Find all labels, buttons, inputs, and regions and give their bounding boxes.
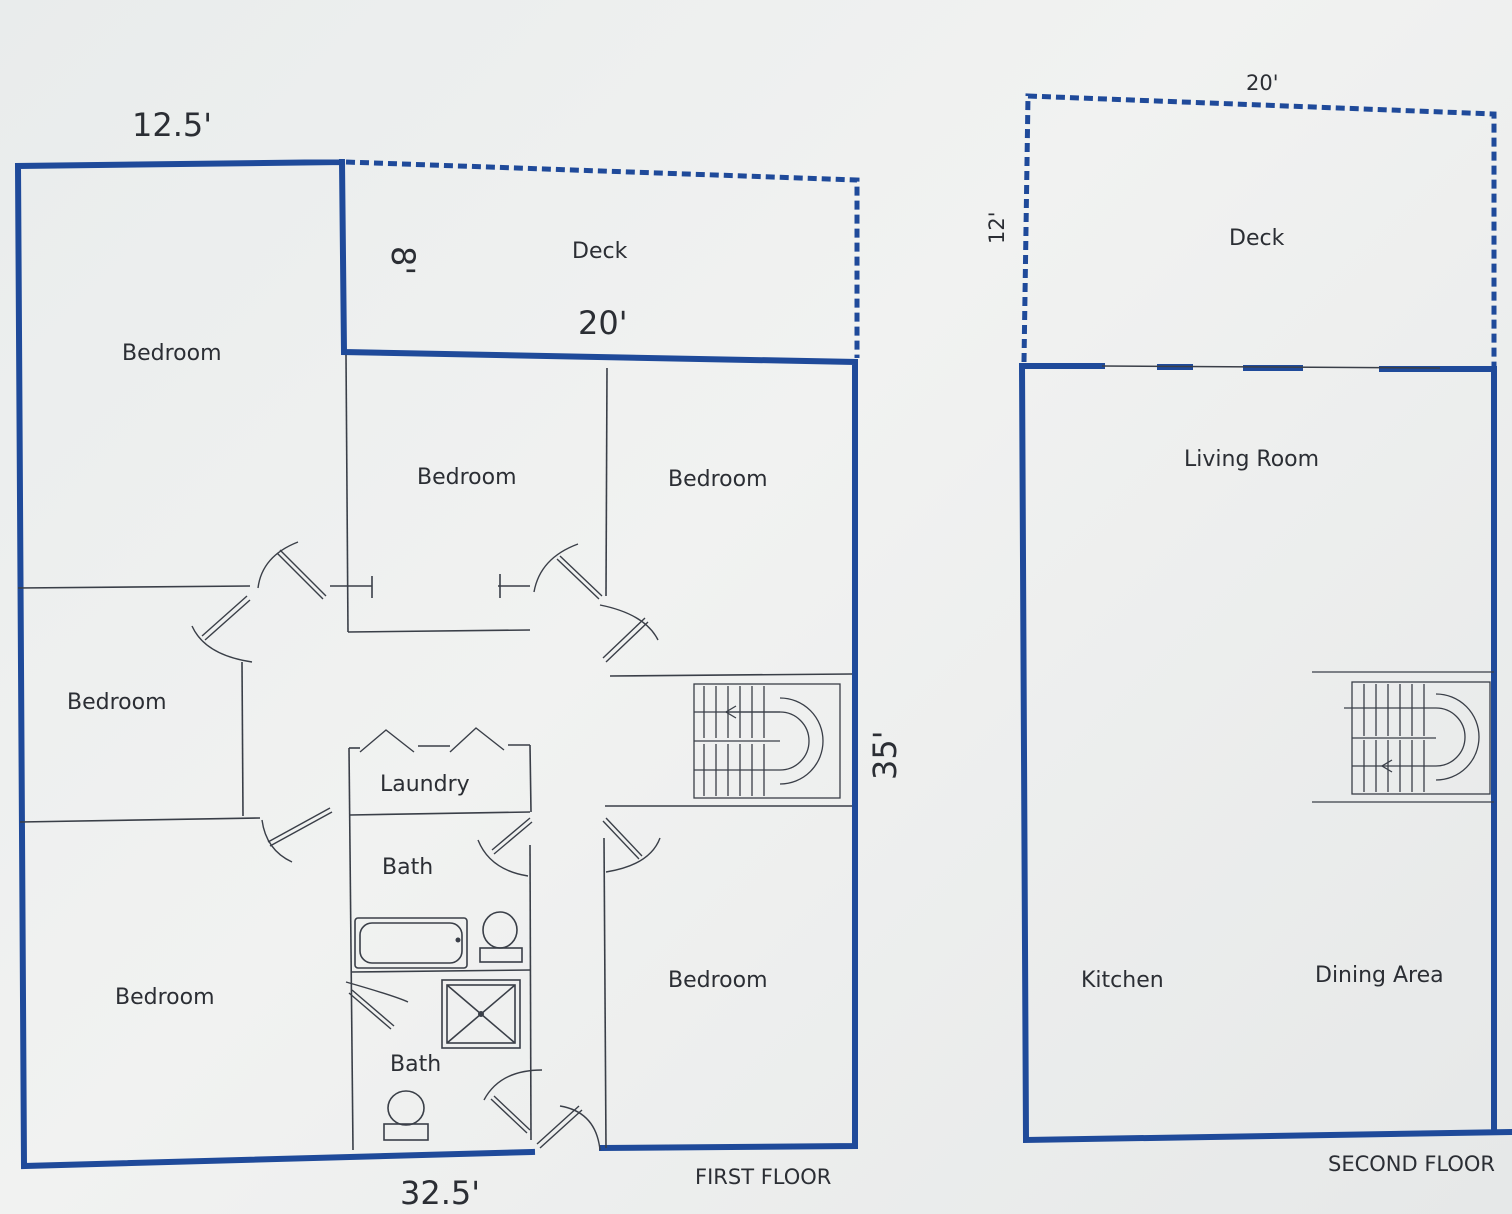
room-label-kitchen: Kitchen: [1081, 968, 1164, 993]
first-floor-title: FIRST FLOOR: [695, 1165, 831, 1189]
shower-icon: [441, 979, 521, 1049]
room-label-bedroom-bottom-right: Bedroom: [668, 968, 768, 993]
second-floor-staircase-icon: [1312, 671, 1494, 803]
room-label-dining-area: Dining Area: [1315, 963, 1444, 988]
second-floor-exterior-wall: [1018, 362, 1512, 1144]
first-floor-dim-deck-width: 20': [578, 304, 628, 342]
room-label-living-room: Living Room: [1184, 447, 1319, 472]
first-floor-bath-fixtures: [354, 911, 523, 1141]
second-floor-plan: 20' 12' Deck Living Room Kitchen Dining …: [985, 71, 1512, 1176]
room-label-bedroom-mid-left: Bedroom: [67, 690, 167, 715]
first-floor-dim-right: 35': [866, 730, 904, 780]
room-label-bedroom-right: Bedroom: [668, 467, 768, 492]
second-floor-title: SECOND FLOOR: [1328, 1152, 1495, 1176]
room-label-laundry: Laundry: [380, 772, 470, 797]
first-floor-dim-deck-depth: 8': [384, 246, 422, 275]
first-floor-deck-outline: [345, 159, 860, 358]
room-label-deck: Deck: [572, 239, 628, 264]
first-floor-dim-top: 12.5': [132, 106, 212, 144]
second-floor-deck-outline: [1021, 93, 1497, 366]
room-label-bedroom-top-left: Bedroom: [122, 341, 222, 366]
first-floor-doors: [191, 541, 661, 1151]
toilet-icon: [482, 911, 518, 949]
room-label-bath-upper: Bath: [382, 855, 433, 880]
room-label-bedroom-center: Bedroom: [417, 465, 517, 490]
bathtub-icon: [354, 917, 468, 969]
room-label-bath-lower: Bath: [390, 1052, 441, 1077]
first-floor-interior-walls: [17, 354, 853, 1151]
first-floor-exterior-wall: [14, 158, 858, 1170]
second-floor-dim-deck-depth: 12': [985, 212, 1009, 245]
first-floor-dim-bottom: 32.5': [400, 1174, 480, 1212]
room-label-bedroom-bottom-left: Bedroom: [115, 985, 215, 1010]
first-floor-staircase-icon: [693, 683, 841, 799]
first-floor-plan: 12.5' 20' 8' 35' 32.5' Deck Bedroom Bedr…: [14, 106, 904, 1212]
second-floor-sliding-door: [1101, 365, 1441, 369]
room-label-second-deck: Deck: [1229, 226, 1285, 251]
toilet-icon-lower: [387, 1090, 425, 1126]
second-floor-dim-deck-width: 20': [1246, 71, 1279, 95]
